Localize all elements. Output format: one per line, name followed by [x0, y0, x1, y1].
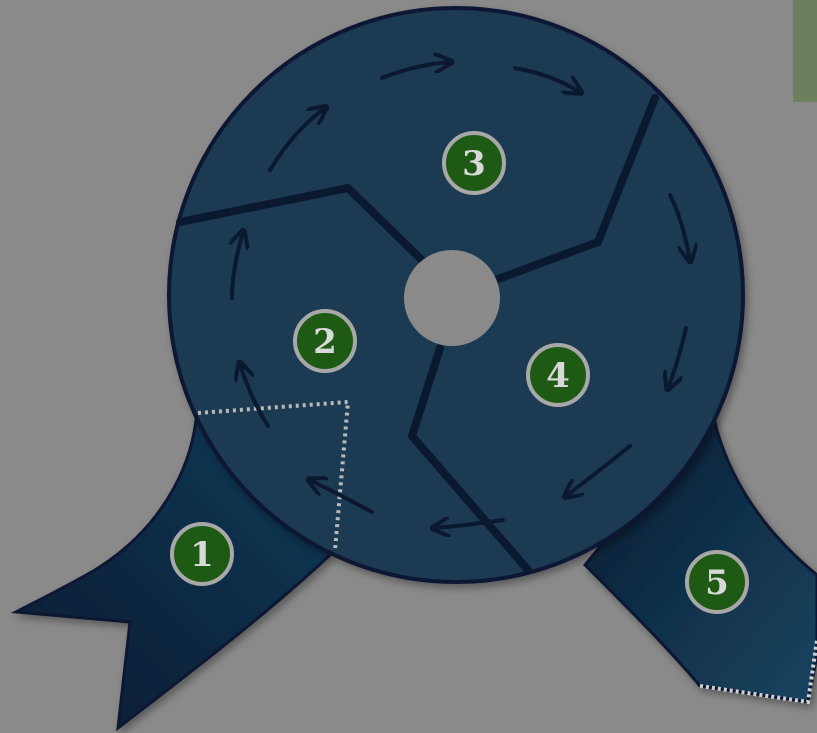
- corner-block: [793, 0, 817, 102]
- badge-3: 3: [444, 133, 504, 193]
- badge-4: 4: [528, 345, 588, 405]
- svg-text:2: 2: [313, 322, 337, 362]
- svg-text:1: 1: [190, 535, 214, 575]
- svg-text:4: 4: [546, 356, 570, 396]
- svg-text:3: 3: [462, 144, 486, 184]
- badge-1: 1: [172, 524, 232, 584]
- center-hub: [404, 250, 500, 346]
- badge-5: 5: [687, 552, 747, 612]
- badge-2: 2: [295, 311, 355, 371]
- svg-text:5: 5: [705, 563, 729, 603]
